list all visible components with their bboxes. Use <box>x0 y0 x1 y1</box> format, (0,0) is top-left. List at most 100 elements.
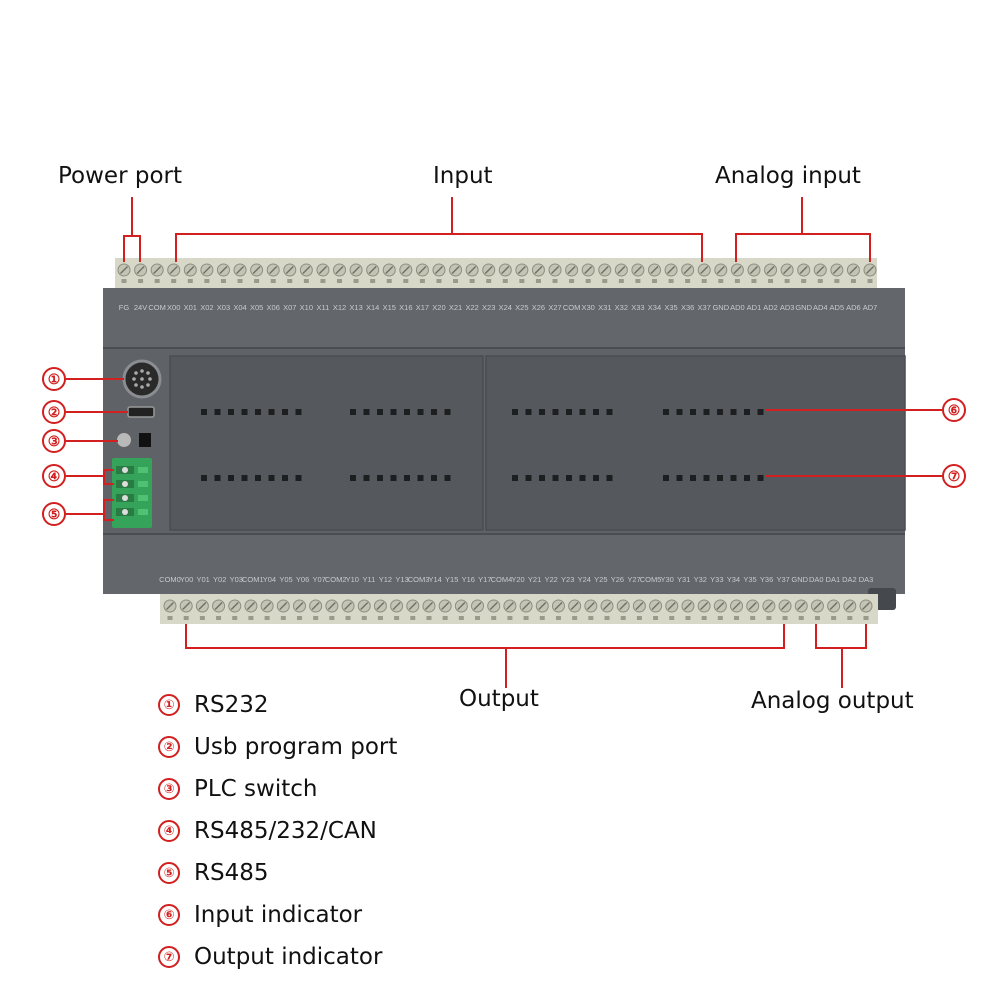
top-terminal-label: X16 <box>399 303 412 312</box>
top-terminal-label: X13 <box>349 303 362 312</box>
bottom-terminal-label: Y31 <box>677 575 690 584</box>
indicator-led <box>512 409 518 415</box>
top-terminal-label: AD2 <box>763 303 778 312</box>
top-terminal-label: X31 <box>598 303 611 312</box>
indicator-led <box>404 475 410 481</box>
indicator-led <box>566 409 572 415</box>
callout-number: ⑥ <box>948 402 961 418</box>
indicator-led <box>214 409 221 415</box>
top-terminal-label: 24V <box>134 303 147 312</box>
legend-number: ② <box>158 736 180 758</box>
top-terminal-label: X03 <box>217 303 230 312</box>
bottom-terminal-label: Y23 <box>561 575 574 584</box>
indicator-led <box>255 475 261 481</box>
top-terminal-label: X05 <box>250 303 263 312</box>
bottom-terminal-label: Y01 <box>196 575 209 584</box>
bottom-terminal-label: Y27 <box>627 575 640 584</box>
output-label: Output <box>459 686 539 712</box>
indicator-led <box>593 409 599 415</box>
top-terminal-label: AD4 <box>813 303 828 312</box>
indicator-led <box>363 409 370 415</box>
indicator-led <box>757 409 764 415</box>
indicator-led <box>539 409 545 415</box>
top-terminal-label: GND <box>795 303 812 312</box>
callout-marker <box>42 502 66 526</box>
bottom-terminal-label: COM3 <box>408 575 430 584</box>
indicator-led <box>730 409 737 415</box>
top-terminal-label: X23 <box>482 303 495 312</box>
indicator-led <box>377 409 383 415</box>
indicator-led <box>214 475 221 481</box>
legend-number: ① <box>158 694 180 716</box>
indicator-led <box>350 409 356 415</box>
indicator-led <box>757 475 764 481</box>
bottom-terminal-label: Y36 <box>760 575 773 584</box>
indicator-led <box>606 409 613 415</box>
top-terminal-label: X20 <box>432 303 445 312</box>
indicator-led <box>552 409 559 415</box>
indicator-led <box>730 475 737 481</box>
bottom-terminal-label: Y37 <box>776 575 789 584</box>
bottom-terminal-label: Y26 <box>611 575 624 584</box>
bottom-terminal-label: COM5 <box>640 575 662 584</box>
top-terminal-label: AD0 <box>730 303 745 312</box>
callout-number: ① <box>48 371 61 387</box>
indicator-led <box>282 475 288 481</box>
indicator-led <box>282 409 288 415</box>
bottom-terminal-label: Y11 <box>362 575 375 584</box>
indicator-led <box>295 409 302 415</box>
bottom-terminal-label: Y34 <box>727 575 740 584</box>
bottom-terminal-label: Y04 <box>263 575 276 584</box>
indicator-led <box>690 475 696 481</box>
top-terminal-label: X21 <box>449 303 462 312</box>
top-terminal-strip <box>115 258 877 288</box>
top-terminal-label: X27 <box>548 303 561 312</box>
indicator-led <box>241 475 248 481</box>
top-terminal-label: X35 <box>664 303 677 312</box>
bottom-terminal-label: Y20 <box>511 575 524 584</box>
top-terminal-label: X15 <box>383 303 396 312</box>
bottom-terminal-label: DA3 <box>859 575 874 584</box>
indicator-led <box>241 409 248 415</box>
callout-number: ⑦ <box>948 468 961 484</box>
analog-output-label: Analog output <box>751 688 914 714</box>
indicator-led <box>255 409 261 415</box>
indicator-led <box>744 409 750 415</box>
callout-marker <box>42 400 66 424</box>
top-terminal-label: X33 <box>631 303 644 312</box>
legend-number: ⑦ <box>158 946 180 968</box>
indicator-led <box>404 409 410 415</box>
input-label: Input <box>433 163 493 189</box>
indicator-led <box>228 409 234 415</box>
plc-bottom-ridge <box>103 534 905 594</box>
bottom-terminal-label: Y25 <box>594 575 607 584</box>
top-terminal-label: COM <box>148 303 166 312</box>
top-terminal-label: GND <box>712 303 729 312</box>
top-terminal-label: X06 <box>267 303 280 312</box>
top-terminal-label: FG <box>119 303 130 312</box>
indicator-led <box>579 475 586 481</box>
top-terminal-label: AD5 <box>830 303 845 312</box>
legend-text: RS485/232/CAN <box>194 818 377 844</box>
callout-marker <box>942 398 966 422</box>
indicator-led <box>268 409 275 415</box>
callout-number: ② <box>48 404 61 420</box>
top-terminal-label: X25 <box>515 303 528 312</box>
top-terminal-label: X17 <box>416 303 429 312</box>
usb-port <box>127 406 155 418</box>
bottom-terminal-label: COM2 <box>325 575 347 584</box>
top-terminal-label: X26 <box>532 303 545 312</box>
bottom-terminal-label: COM0 <box>159 575 181 584</box>
legend-number: ⑤ <box>158 862 180 884</box>
bottom-terminal-label: Y02 <box>213 575 226 584</box>
legend-item: ⑤ RS485 <box>158 852 397 894</box>
indicator-led <box>703 409 710 415</box>
legend-text: RS485 <box>194 860 269 886</box>
analog-input-label: Analog input <box>715 163 861 189</box>
indicator-led <box>444 475 451 481</box>
indicator-led <box>539 475 545 481</box>
